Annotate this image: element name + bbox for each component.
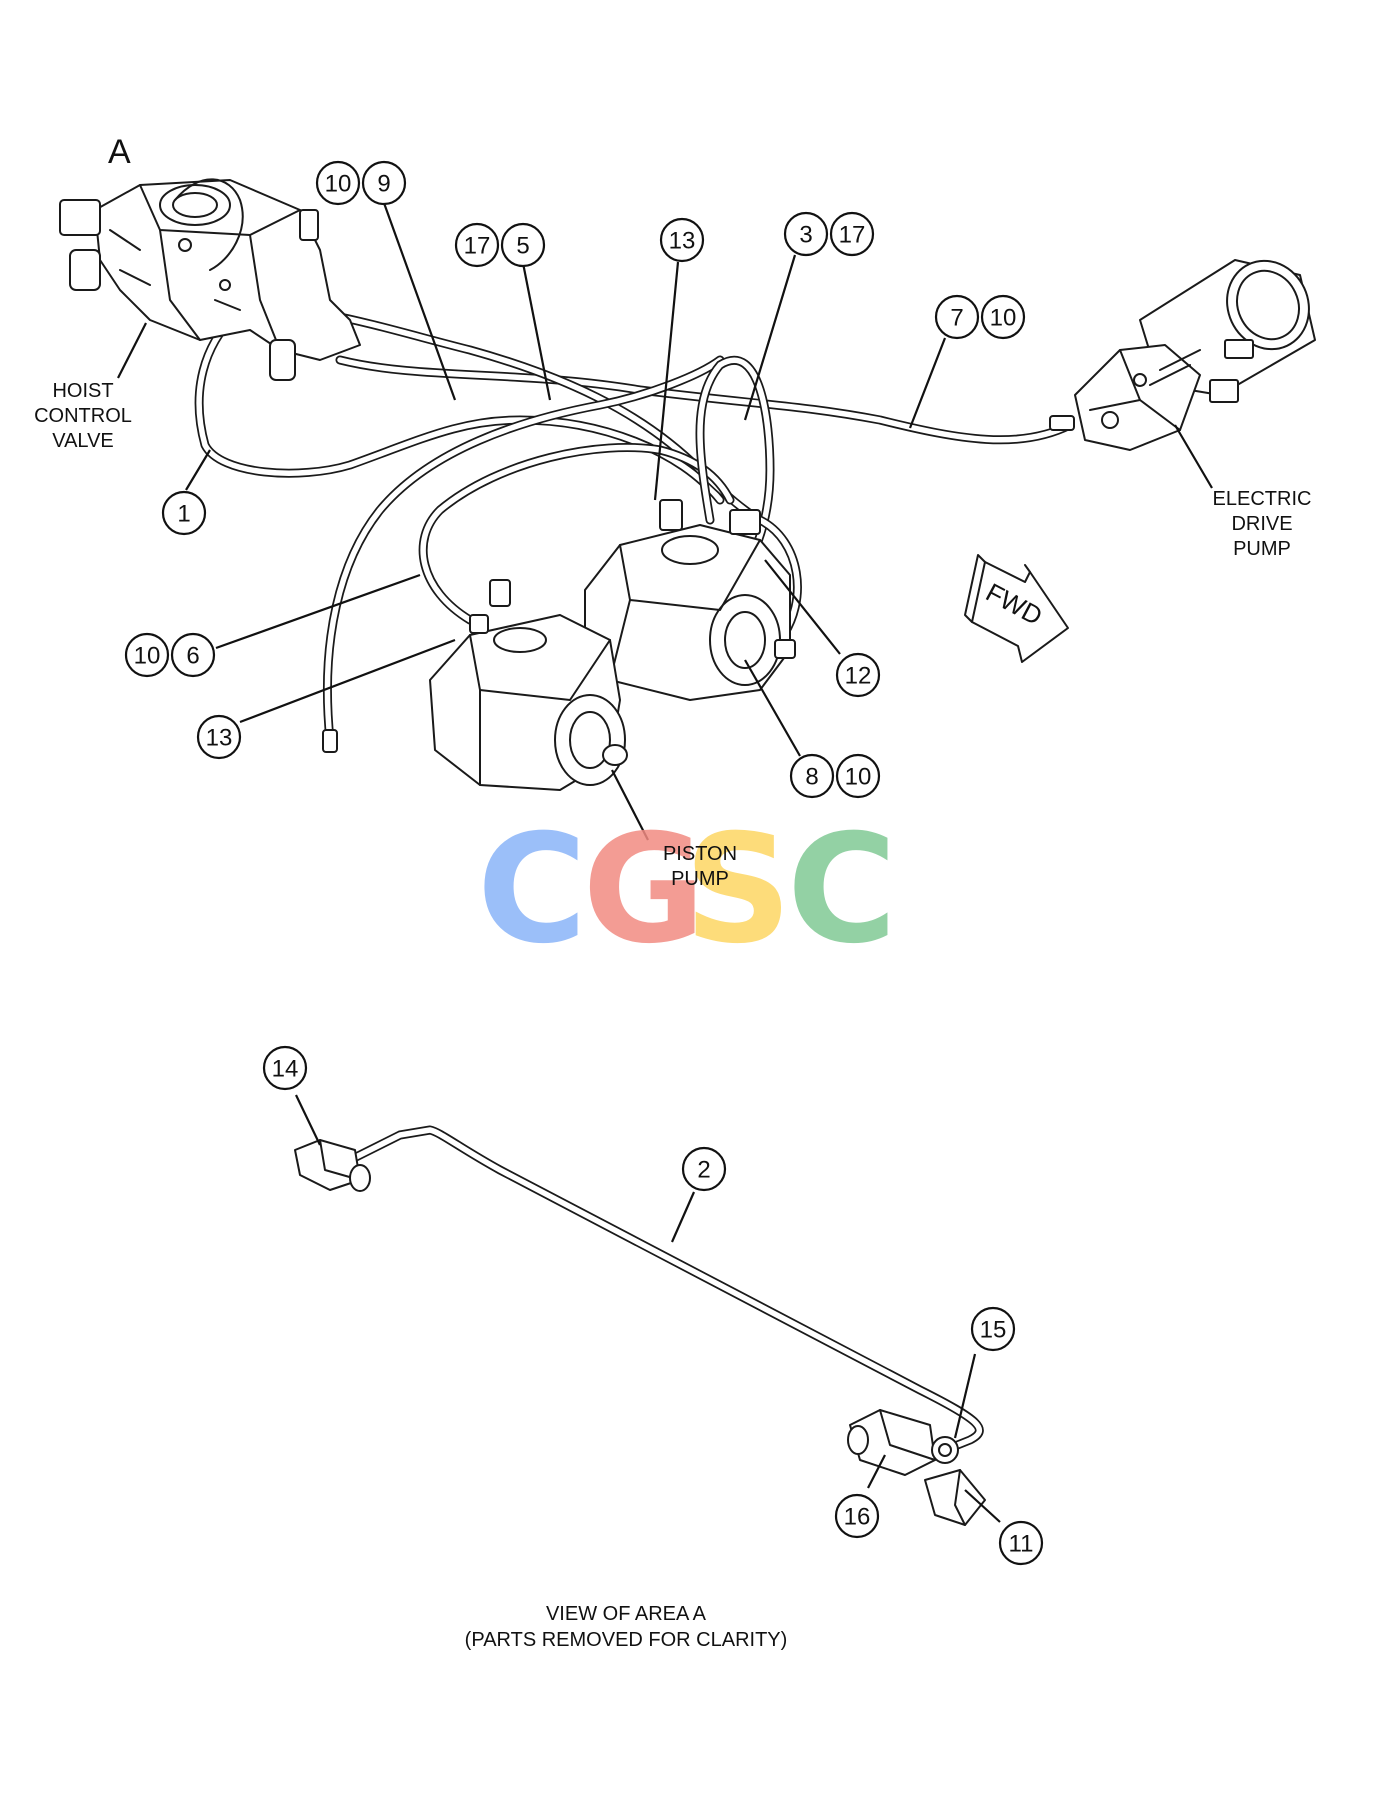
watermark-letter: S [684, 803, 792, 977]
label-line: VALVE [52, 430, 114, 452]
callout-number: 7 [950, 305, 963, 332]
callout-13-bottom: 13 [196, 714, 242, 760]
callout-14: 14 [262, 1045, 308, 1091]
callout-number: 8 [805, 764, 818, 791]
electric-drive-pump [1074, 259, 1316, 451]
callout-number: 16 [844, 1504, 871, 1531]
label-line: PISTON [663, 843, 737, 865]
callout-number: 10 [325, 171, 352, 198]
callout-17-5: 17 5 [454, 222, 546, 268]
callout-number: 6 [186, 643, 199, 670]
watermark-letter: C [787, 803, 897, 977]
callout-number: 1 [177, 501, 190, 528]
callout-16: 16 [834, 1493, 880, 1539]
piston-pump-lower [429, 579, 628, 791]
callout-number: 10 [990, 305, 1017, 332]
callout-13-top: 13 [659, 217, 705, 263]
callout-number: 17 [464, 233, 491, 260]
callout-1: 1 [161, 490, 207, 536]
callout-10-6: 10 6 [124, 632, 216, 678]
callout-2: 2 [681, 1146, 727, 1192]
watermark-logo: C G S C [477, 803, 897, 977]
callout-number: 10 [845, 764, 872, 791]
callout-number: 13 [669, 228, 696, 255]
callout-number: 13 [206, 725, 233, 752]
label-line: PUMP [1233, 538, 1291, 560]
view-caption: VIEW OF AREA A (PARTS REMOVED FOR CLARIT… [465, 1603, 788, 1651]
label-line: HOIST [52, 380, 113, 402]
callout-3-17: 3 17 [783, 211, 875, 257]
label-line: PUMP [671, 868, 729, 890]
piston-pump-upper [584, 499, 796, 701]
watermark-letter: C [477, 803, 587, 977]
hoist-control-valve [59, 178, 361, 381]
callout-11: 11 [998, 1520, 1044, 1566]
callout-number: 11 [1009, 1531, 1034, 1558]
callout-10-9: 10 9 [315, 160, 407, 206]
callout-number: 3 [799, 222, 812, 249]
callout-number: 5 [516, 233, 529, 260]
callout-7-10: 7 10 [934, 294, 1026, 340]
leader-lines [117, 202, 1213, 1523]
callout-number: 12 [845, 663, 872, 690]
caption-line: (PARTS REMOVED FOR CLARITY) [465, 1629, 788, 1651]
hoist-control-valve-label: HOIST CONTROL VALVE [34, 380, 132, 452]
piston-pump-label: PISTON PUMP [663, 843, 737, 890]
callout-15: 15 [970, 1306, 1016, 1352]
area-a-tube-assembly [294, 1125, 986, 1526]
callout-number: 10 [134, 643, 161, 670]
label-line: DRIVE [1231, 513, 1292, 535]
callout-12: 12 [835, 652, 881, 698]
watermark-letter: G [582, 803, 705, 977]
area-letter-a: A [108, 133, 131, 171]
fwd-arrow: FWD [964, 554, 1069, 663]
callout-8-10: 8 10 [789, 753, 881, 799]
callout-number: 2 [697, 1157, 710, 1184]
callout-number: 17 [839, 222, 866, 249]
callout-number: 9 [377, 171, 390, 198]
callout-number: 14 [272, 1056, 299, 1083]
caption-line: VIEW OF AREA A [546, 1603, 707, 1625]
electric-drive-pump-label: ELECTRIC DRIVE PUMP [1213, 488, 1312, 560]
callout-number: 15 [980, 1317, 1007, 1344]
label-line: CONTROL [34, 405, 132, 427]
label-line: ELECTRIC [1213, 488, 1312, 510]
